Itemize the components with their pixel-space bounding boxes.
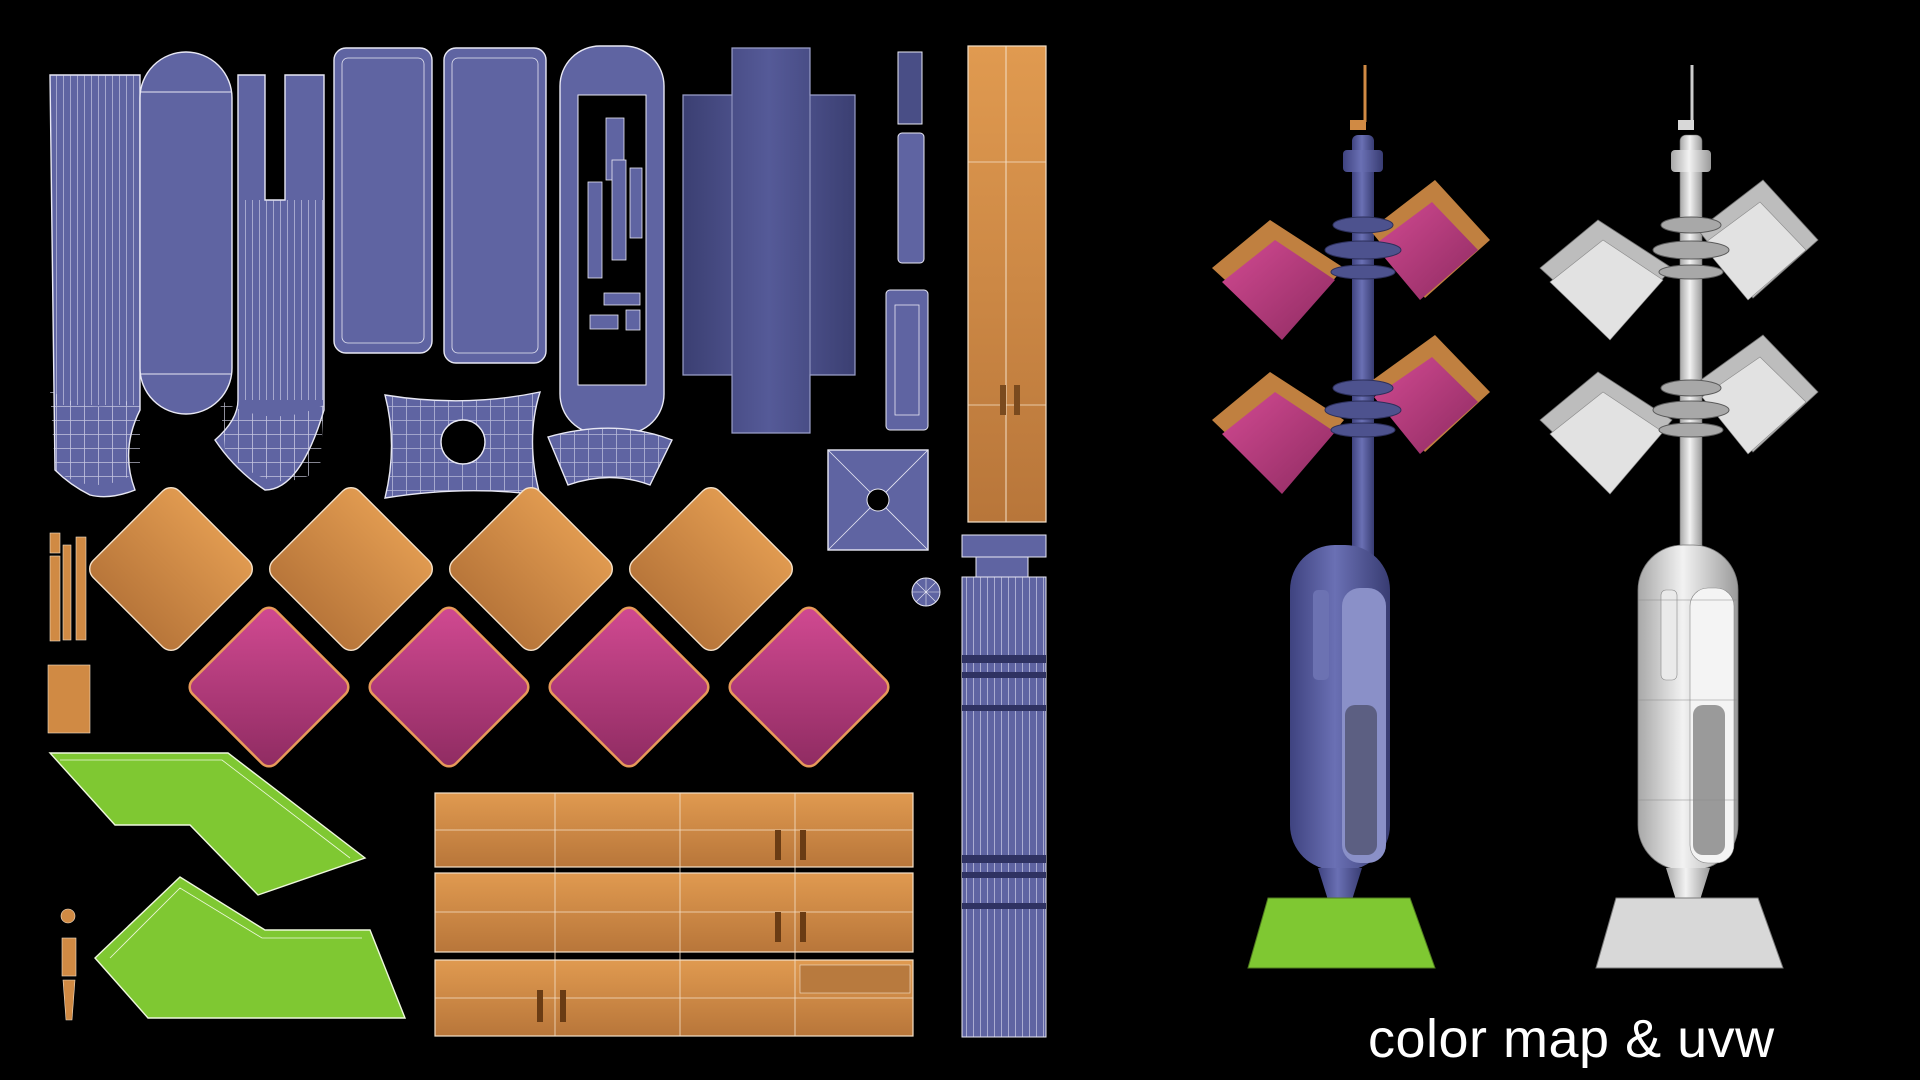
uv-shell-capsule-a — [139, 51, 233, 415]
uv-shell-ring-top — [384, 391, 542, 499]
uv-shell-square-funnel — [827, 449, 929, 551]
uv-shell-strip-notched — [214, 74, 325, 491]
uv-shell-pink-diamonds — [188, 606, 890, 768]
uv-shell-ribbed-column — [961, 534, 1047, 1038]
uv-shell-green-base — [48, 752, 407, 1019]
colored-model — [1212, 65, 1490, 969]
caption-text: color map & uvw — [1368, 1009, 1775, 1069]
uv-shell-disc — [911, 577, 941, 607]
wireframe-model — [1539, 65, 1819, 969]
uv-shell-orange-bars — [434, 792, 914, 1037]
uv-shell-strip-left — [49, 74, 141, 498]
wireframe-model-panel — [1539, 179, 1819, 495]
uv-shell-ring-arc — [547, 427, 673, 486]
uv-shell-panel-2 — [443, 47, 547, 364]
uv-layout — [47, 45, 1047, 1038]
uv-shell-orange-bits — [47, 532, 91, 1021]
uv-shell-small-column — [885, 51, 929, 431]
uv-shell-panel-1 — [333, 47, 433, 354]
uv-shell-orange-diamonds — [89, 487, 793, 651]
colored-model-panel — [1212, 180, 1490, 494]
uv-shell-capsule-frame — [559, 45, 665, 435]
uv-shell-orange-tall — [967, 45, 1047, 523]
uv-shell-box-cross — [682, 47, 856, 434]
